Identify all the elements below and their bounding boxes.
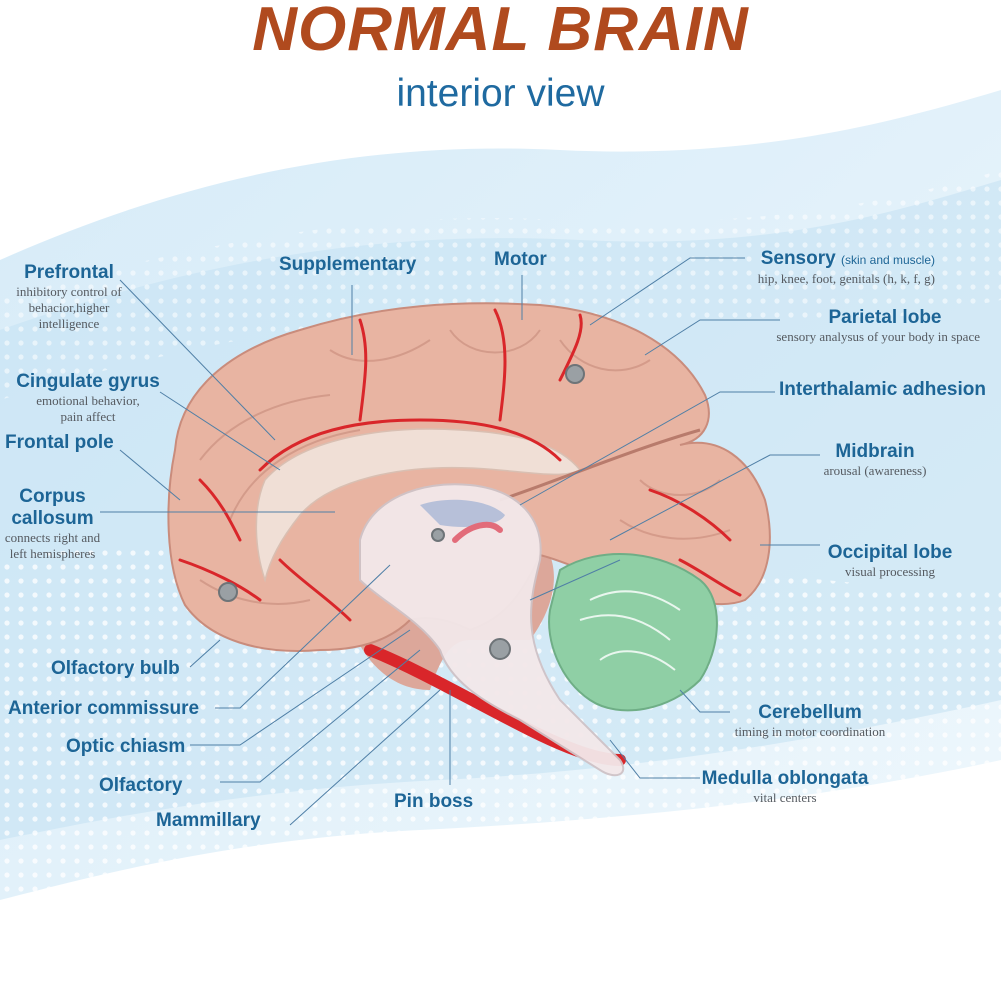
- label-prefrontal-desc-3: intelligence: [38, 316, 100, 331]
- label-mammillary: Mammillary: [156, 810, 261, 832]
- label-frontal-pole: Frontal pole: [5, 432, 114, 454]
- label-supplementary: Supplementary: [279, 254, 416, 276]
- label-sensory-name: Sensory: [760, 248, 836, 269]
- label-cerebellum-desc: timing in motor coordination: [734, 724, 886, 739]
- label-medulla-name: Medulla oblongata: [701, 768, 869, 789]
- label-cerebellum-name: Cerebellum: [758, 702, 862, 723]
- label-olfactory-name: Olfactory: [99, 775, 183, 796]
- label-corpus-name-1: Corpus: [19, 486, 86, 507]
- corpus-callosum-band: [255, 428, 582, 583]
- label-motor-name: Motor: [494, 249, 547, 270]
- label-cingulate-desc-1: emotional behavior,: [36, 393, 140, 408]
- label-mammillary-name: Mammillary: [156, 810, 261, 831]
- label-midbrain-name: Midbrain: [835, 441, 915, 462]
- label-motor: Motor: [494, 249, 547, 271]
- label-prefrontal-desc-2: behacior,higher: [28, 300, 110, 315]
- page-title: NORMAL BRAIN: [252, 0, 749, 64]
- label-medulla-desc: vital centers: [753, 790, 817, 805]
- label-optic-chiasm: Optic chiasm: [66, 736, 185, 758]
- label-pin-boss-name: Pin boss: [394, 791, 474, 812]
- label-occipital-name: Occipital lobe: [827, 542, 953, 563]
- occipital-fissure: [499, 428, 701, 502]
- label-pin-boss: Pin boss: [394, 791, 473, 813]
- label-parietal-desc: sensory analysus of your body in space: [776, 329, 980, 344]
- arbor-vitae: [579, 590, 681, 671]
- label-supplementary-name: Supplementary: [279, 254, 417, 275]
- pin-thalamus: [431, 528, 445, 542]
- label-prefrontal: Prefrontal inhibitory control of behacio…: [4, 262, 134, 332]
- label-cingulate-desc-2: pain affect: [60, 409, 116, 424]
- label-olfactory: Olfactory: [99, 775, 182, 797]
- pin-boss-marker: [489, 638, 511, 660]
- label-corpus-callosum: Corpus callosum connects right and left …: [0, 486, 105, 562]
- label-midbrain-desc: arousal (awareness): [823, 463, 927, 478]
- label-frontal-pole-name: Frontal pole: [5, 432, 114, 453]
- label-olfactory-bulb: Olfactory bulb: [51, 658, 180, 680]
- label-medulla-oblongata: Medulla oblongata vital centers: [690, 768, 880, 806]
- pin-frontal: [218, 582, 238, 602]
- cerebellum-shape: [548, 553, 718, 712]
- label-sensory-note: (skin and muscle): [840, 253, 935, 267]
- leader-lines: [100, 257, 820, 826]
- label-anterior-commissure-name: Anterior commissure: [8, 698, 200, 719]
- label-corpus-desc-2: left hemispheres: [9, 546, 96, 561]
- label-occipital-desc: visual processing: [845, 564, 935, 579]
- label-sensory: Sensory (skin and muscle) hip, knee, foo…: [720, 248, 935, 287]
- label-olfactory-bulb-name: Olfactory bulb: [51, 658, 180, 679]
- label-corpus-desc-1: connects right and: [4, 530, 101, 545]
- page-subtitle: interior view: [396, 72, 605, 115]
- lateral-ventricle: [420, 499, 505, 527]
- pin-sensory: [565, 364, 585, 384]
- label-corpus-name-2: callosum: [11, 508, 94, 529]
- label-cingulate-name: Cingulate gyrus: [16, 371, 160, 392]
- label-parietal-lobe: Parietal lobe sensory analysus of your b…: [740, 307, 980, 345]
- label-optic-chiasm-name: Optic chiasm: [66, 736, 186, 757]
- diencephalon-section: [359, 483, 625, 777]
- label-sensory-desc: hip, knee, foot, genitals (h, k, f, g): [757, 271, 935, 286]
- label-prefrontal-name: Prefrontal: [24, 262, 114, 283]
- label-interthalamic-name: Interthalamic adhesion: [779, 379, 986, 400]
- label-cerebellum: Cerebellum timing in motor coordination: [705, 702, 915, 740]
- label-prefrontal-desc-1: inhibitory control of: [16, 284, 122, 299]
- label-parietal-name: Parietal lobe: [828, 307, 942, 328]
- label-midbrain: Midbrain arousal (awareness): [800, 441, 950, 479]
- cortical-vessels: [178, 308, 742, 622]
- label-anterior-commissure: Anterior commissure: [8, 698, 199, 720]
- label-cingulate-gyrus: Cingulate gyrus emotional behavior, pain…: [8, 371, 168, 425]
- gyri-pattern: [199, 329, 731, 605]
- label-occipital-lobe: Occipital lobe visual processing: [815, 542, 965, 580]
- fornix: [452, 521, 503, 543]
- label-interthalamic-adhesion: Interthalamic adhesion: [779, 379, 986, 401]
